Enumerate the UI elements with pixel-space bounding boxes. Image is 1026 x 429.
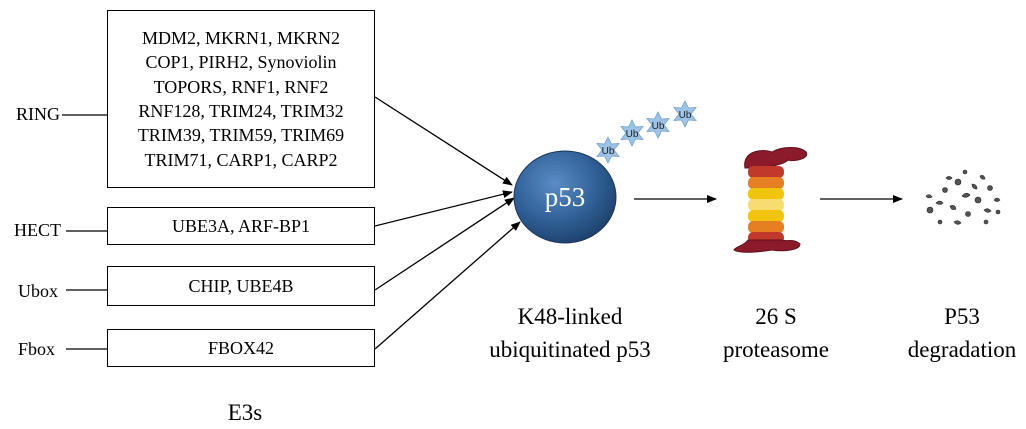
category-label-ubox: Ubox: [18, 281, 58, 301]
p53-caption-line-2: ubiquitinated p53: [489, 337, 651, 363]
ubox-e3-box: CHIP, UBE4B: [107, 266, 375, 306]
degraded-fragments-icon: [925, 169, 1001, 225]
proteasome-caption-line-1: 26 S: [755, 304, 797, 329]
proteasome-ring-5: [748, 210, 784, 222]
p53-caption-line-1: K48-linked: [517, 304, 623, 329]
proteasome-ring-6: [748, 221, 784, 233]
proteasome-top-cap: [744, 147, 808, 169]
ub-star-1: [596, 136, 620, 164]
proteasome-icon: [733, 147, 808, 253]
proteasome-ring-4: [748, 199, 784, 211]
hect-to-p53-arrow: [374, 190, 513, 227]
e3s-label: E3s: [227, 400, 263, 425]
ub-label-3: Ub: [652, 121, 665, 132]
p53-protein: [513, 150, 617, 244]
ub-label-1: Ub: [602, 146, 615, 157]
degradation-caption-line-1: P53: [944, 304, 980, 329]
ring-proteins-line-1: MDM2, MKRN1, MKRN2: [141, 28, 341, 49]
ub-label-2: Ub: [626, 129, 639, 140]
ub-star-2: [620, 119, 644, 147]
category-label-fbox: Fbox: [18, 339, 56, 359]
proteasome-ring-1: [748, 166, 784, 178]
proteasome-caption-line-2: proteasome: [722, 337, 829, 363]
ubox-to-p53-arrow: [374, 197, 515, 291]
ubox-proteins: CHIP, UBE4B: [188, 275, 294, 296]
category-label-hect: HECT: [14, 220, 61, 240]
proteasome-ring-2: [748, 177, 784, 189]
ring-to-p53-arrow: [374, 96, 513, 186]
ub-star-4: [673, 100, 697, 128]
degradation-caption: P53 degradation: [898, 300, 1026, 367]
ring-e3-box: MDM2, MKRN1, MKRN2 COP1, PIRH2, Synoviol…: [107, 10, 375, 188]
fbox-proteins: FBOX42: [207, 337, 274, 358]
p53-label: p53: [545, 182, 586, 212]
ring-proteins-line-3: TOPORS, RNF1, RNF2: [153, 76, 329, 97]
degradation-caption-line-2: degradation: [907, 337, 1017, 363]
ring-proteins-line-2: COP1, PIRH2, Synoviolin: [145, 52, 337, 73]
fbox-e3-box: FBOX42: [107, 329, 375, 367]
proteasome-ring-3: [748, 188, 784, 200]
ring-proteins-line-6: TRIM71, CARP1, CARP2: [144, 149, 338, 170]
ubiquitin-chain: Ub Ub Ub Ub: [596, 100, 697, 164]
hect-proteins: UBE3A, ARF-BP1: [171, 215, 311, 236]
p53-caption: K48-linked ubiquitinated p53: [470, 300, 670, 367]
hect-e3-box: UBE3A, ARF-BP1: [107, 207, 375, 245]
proteasome-caption: 26 S proteasome: [706, 300, 846, 367]
ring-proteins-line-4: RNF128, TRIM24, TRIM32: [138, 101, 344, 121]
ub-star-3: [646, 111, 670, 139]
proteasome-bottom-cap: [733, 239, 801, 253]
fbox-to-p53-arrow: [374, 221, 521, 350]
ub-label-4: Ub: [679, 110, 692, 121]
ring-proteins-line-5: TRIM39, TRIM59, TRIM69: [137, 125, 345, 146]
category-label-ring: RING: [16, 104, 60, 124]
